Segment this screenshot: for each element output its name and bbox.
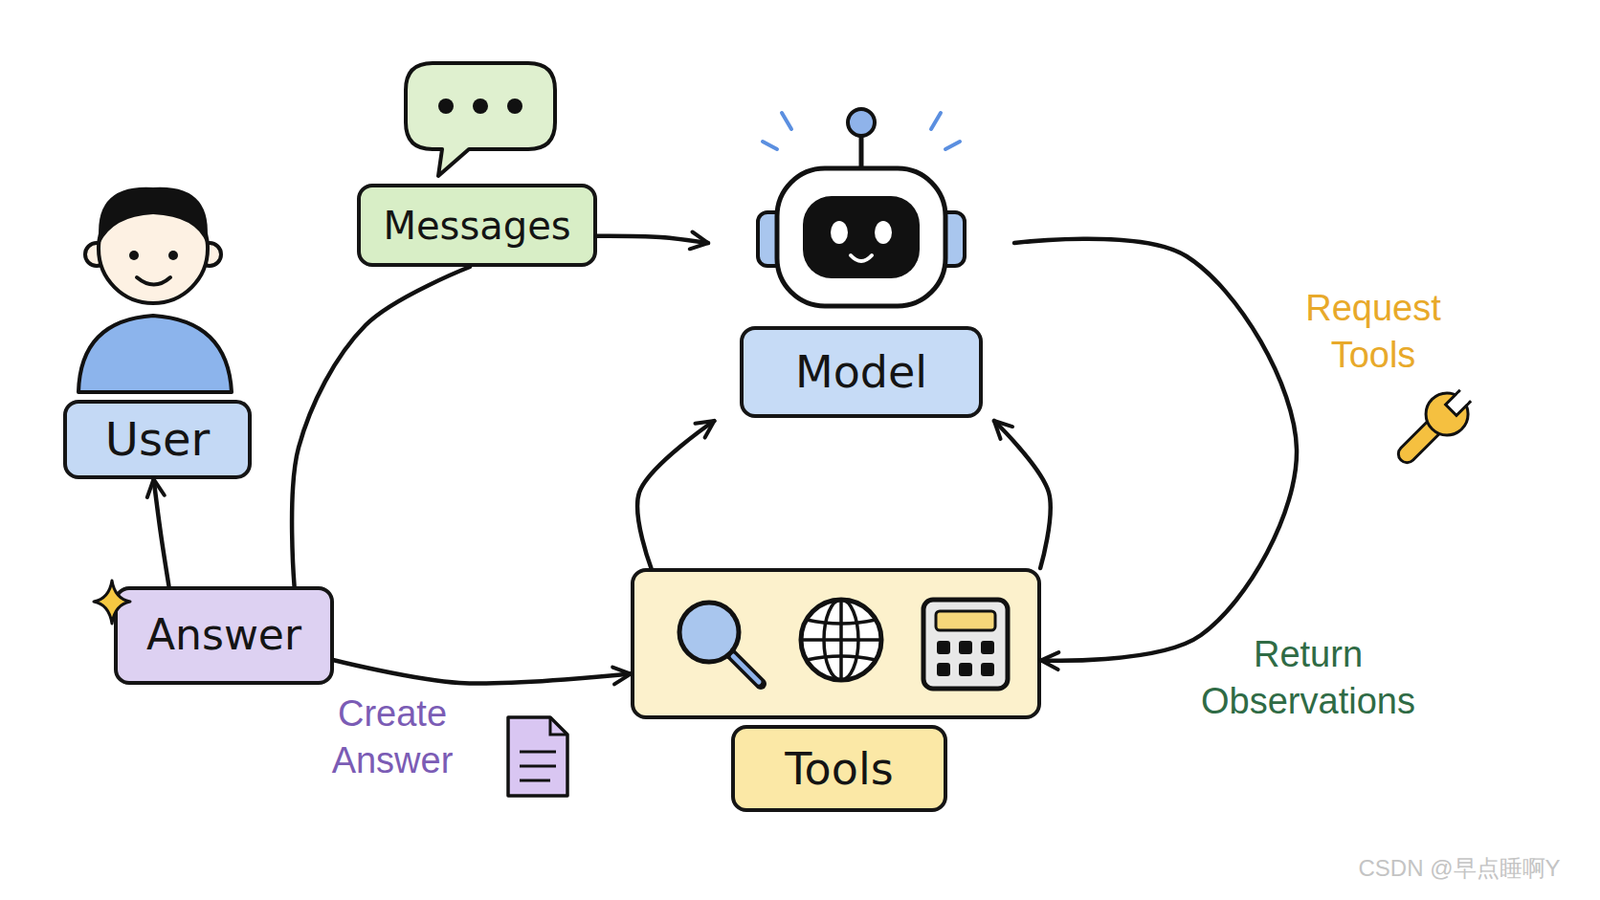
calculator-key [936,663,951,677]
document-line [519,779,551,783]
wrench-notch-gap [1457,389,1472,404]
globe-parallel [806,620,876,624]
robot-eye [830,221,848,245]
node-label: Messages [382,204,571,247]
document-icon [508,717,568,797]
globe-parallel [806,656,876,661]
document-fold [550,717,568,735]
globe-meridian [839,600,844,681]
robot-eye [874,221,892,245]
wrench-head [1417,384,1477,445]
flow-arrow [1014,239,1297,662]
calculator-screen [935,611,996,631]
flow-arrow [333,660,631,684]
person-body [78,315,232,393]
calculator-key [958,641,973,655]
edge-note: Return Observations [1178,631,1438,727]
wrench-icon [1385,378,1482,475]
person-head [98,194,208,304]
globe-parallel [800,638,882,643]
edge-label: Request Tools [1282,285,1465,380]
robot-screen [802,196,920,279]
flow-arrow [154,479,170,587]
watermark: CSDN @早点睡啊Y [1320,853,1599,884]
bubble-dot [507,98,523,114]
robot-icon [757,109,965,307]
speech-bubble [405,63,556,177]
person-smile [136,277,171,286]
node-label: User [105,414,210,466]
magnifier-handle [731,654,761,685]
bubble-dot [472,98,489,114]
antenna-ball [847,109,875,136]
calculator-key [936,641,951,655]
robot-ear [757,212,785,267]
robot-antenna [859,135,865,171]
flow-arrow [597,236,709,244]
tools-panel: Tools [630,568,1042,720]
calculator-body [923,600,1008,689]
sparkle-icon [93,580,131,624]
user-box: User [63,400,252,480]
document-sheet [508,717,568,797]
flow-arrow [637,421,714,569]
message-box: Messages [356,183,598,267]
answer-box: Answer [113,586,334,686]
globe-meridian [823,600,859,681]
person-ear [85,243,109,267]
magnifier-lens [679,602,739,663]
node-label: Answer [146,612,302,659]
spark-line [945,141,960,150]
calculator-key [958,663,973,677]
flow-arrow [291,266,470,587]
edge-label: Create Answer [315,690,469,786]
wrench-handle [1395,415,1447,467]
robot-smile [850,255,872,262]
calculator-icon [923,600,1008,689]
robot-head [777,168,946,307]
flow-arrow [994,421,1051,569]
model-node: Model [708,100,1015,422]
magnifier-handle-fill [733,656,759,683]
node-label: Tools [731,725,948,813]
bubble-outline [405,63,556,177]
person-ear [198,243,222,267]
document-line [519,751,556,755]
document-line [519,765,556,769]
person-hair [98,187,208,245]
spark-line [781,112,792,130]
robot-ear [937,212,965,267]
wrench-notch [1445,391,1470,416]
magnifier-icon [679,602,761,685]
node-label: Model [739,326,983,419]
globe-outline [800,600,882,681]
person-icon [78,187,232,393]
bubble-dot [438,98,454,114]
globe-icon [800,600,882,681]
calculator-key [980,663,995,677]
spark-line [931,112,941,130]
person-eye [168,250,178,261]
calculator-key [980,641,995,655]
person-eye [129,250,139,261]
spark-line [762,141,778,150]
